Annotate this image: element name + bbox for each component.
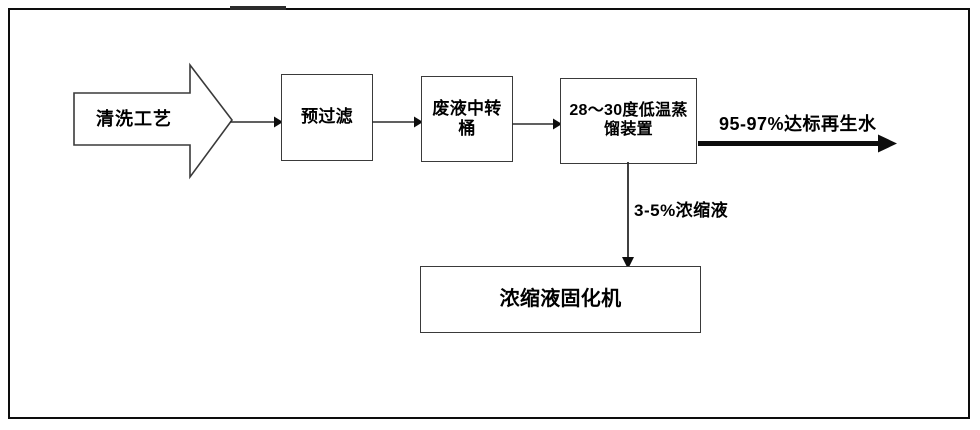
node-wastetank[interactable]: 废液中转桶 (421, 76, 513, 162)
block-arrow-input (70, 60, 236, 182)
node-distiller-label: 28～30度低温蒸馏装置 (569, 102, 688, 138)
frame-edge-artifact (230, 6, 286, 10)
node-prefilter[interactable]: 预过滤 (281, 74, 373, 161)
connector-prefilter-to-wastetank (372, 112, 424, 132)
input-process-label: 清洗工艺 (96, 109, 172, 129)
node-prefilter-label: 预过滤 (301, 107, 353, 127)
arrow-recycled-water-output (698, 133, 898, 155)
connector-distiller-to-solidifier (618, 162, 638, 270)
label-concentrate: 3-5%浓缩液 (634, 201, 729, 220)
label-recycled-water: 95-97%达标再生水 (719, 114, 877, 134)
connector-input-to-prefilter (230, 112, 284, 132)
node-solidifier-label: 浓缩液固化机 (499, 287, 622, 310)
node-solidifier[interactable]: 浓缩液固化机 (420, 266, 701, 333)
node-distiller[interactable]: 28～30度低温蒸馏装置 (560, 78, 697, 164)
node-wastetank-label: 废液中转桶 (432, 98, 502, 138)
connector-wastetank-to-distiller (512, 114, 563, 134)
